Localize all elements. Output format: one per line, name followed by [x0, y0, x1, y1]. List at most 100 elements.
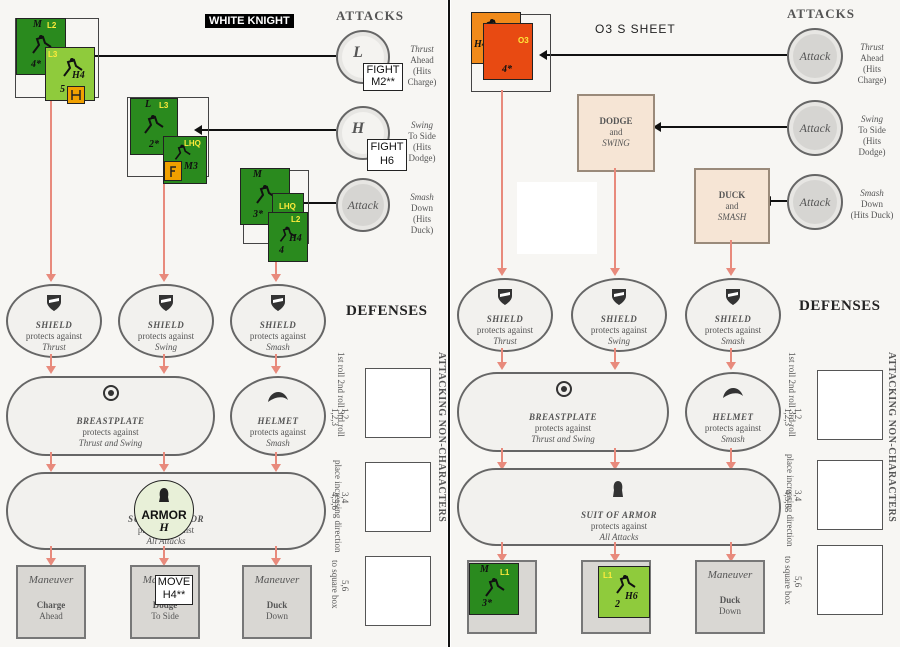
flow-arrow [275, 546, 277, 560]
sheet-title: O3 S SHEET [595, 22, 676, 36]
shield-icon [271, 295, 285, 311]
attack-circle-swing[interactable]: Attack [787, 100, 843, 156]
arrow-down-icon [271, 464, 281, 472]
arrow-down-icon [610, 268, 620, 276]
knight-figure-icon [256, 185, 276, 204]
flow-arrow [163, 546, 165, 560]
arrow-down-icon [497, 462, 507, 470]
noncharacter-box-2[interactable] [365, 462, 431, 532]
arrow-down-icon [726, 554, 736, 562]
roll-range-3: 3,4 [793, 490, 803, 502]
arrow-down-icon [46, 274, 56, 282]
arrow-down-icon [271, 274, 281, 282]
shield-swing[interactable]: SHIELD protects against Swing [118, 284, 214, 358]
arrow-down-icon [497, 268, 507, 276]
shield-smash[interactable]: SHIELD protects against Smash [230, 284, 326, 358]
arrow-down-icon [46, 558, 56, 566]
attack-arrow-thrust [545, 54, 787, 56]
attack-arrow-thrust [80, 55, 336, 57]
roll-range-4: 4,5,6 [330, 492, 340, 510]
unit-counter[interactable]: L1 H6 2 [598, 566, 650, 618]
noncharacter-box-1[interactable] [365, 368, 431, 438]
flow-arrow [163, 354, 165, 368]
treasure-marker-icon[interactable] [164, 161, 182, 181]
knight-figure-icon [616, 575, 636, 594]
attack-arrow-swing [659, 126, 787, 128]
flow-arrow [50, 546, 52, 560]
flow-arrow [501, 348, 503, 364]
arrow-down-icon [610, 554, 620, 562]
arrow-down-icon [726, 362, 736, 370]
helmet-icon [268, 391, 288, 402]
noncharacter-box-3[interactable] [365, 556, 431, 626]
defenses-header: DEFENSES [346, 303, 428, 319]
helmet-defense[interactable]: HELMET protects against Smash [230, 376, 326, 456]
unit-counter[interactable]: M L2 4* [16, 18, 66, 75]
arrow-down-icon [159, 366, 169, 374]
attack-circle-smash[interactable]: Attack [336, 178, 390, 232]
flow-arrow [275, 260, 277, 276]
roll-range-5: 5,6 [340, 580, 350, 592]
attack-arrow-smash [769, 200, 787, 202]
attack-arrow-swing [200, 129, 336, 131]
arrow-down-icon [159, 558, 169, 566]
unit-counter[interactable]: L2 H4 4 [268, 212, 308, 262]
fight-chip-thrust[interactable]: FIGHT M2** [363, 63, 403, 91]
attack-circle-thrust[interactable]: Attack [787, 28, 843, 84]
flow-arrow [275, 452, 277, 466]
blank-patch [517, 182, 597, 254]
noncharacter-box-2[interactable] [817, 460, 883, 530]
arrow-down-icon [610, 462, 620, 470]
fight-chip-swing[interactable]: FIGHT H6 [367, 139, 407, 171]
roll-range-2: 1,2,3 [783, 408, 793, 426]
f-mark-icon [170, 166, 176, 177]
move-chip[interactable]: MOVE H4** [155, 575, 193, 605]
flow-arrow [50, 96, 52, 276]
roll-range-4: 4,5,6 [783, 490, 793, 508]
shield-icon [498, 289, 512, 305]
flow-arrow [614, 542, 616, 556]
knight-figure-icon [485, 578, 505, 597]
arrow-head-icon [653, 122, 661, 132]
h-bar-icon [71, 90, 81, 100]
helmet-defense[interactable]: HELMET protects against Smash [685, 372, 781, 452]
noncharacter-box-1[interactable] [817, 370, 883, 440]
flow-arrow [501, 90, 503, 270]
arrow-down-icon [497, 362, 507, 370]
unit-counter[interactable]: O3 4* [483, 23, 533, 80]
noncharacter-box-3[interactable] [817, 545, 883, 615]
treasure-marker-icon[interactable] [67, 86, 85, 104]
shield-smash[interactable]: SHIELD protects against Smash [685, 278, 781, 352]
breastplate-defense[interactable]: BREASTPLATE protects against Thrust and … [6, 376, 215, 456]
suit-of-armor-defense[interactable]: SUIT OF ARMOR protects against All Attac… [457, 468, 781, 546]
knight-figure-icon [144, 115, 164, 134]
shield-icon [159, 295, 173, 311]
arrow-down-icon [46, 366, 56, 374]
flow-arrow [50, 354, 52, 368]
attack-circle-smash[interactable]: Attack [787, 174, 843, 230]
shield-icon [47, 295, 61, 311]
arrow-down-icon [159, 274, 169, 282]
shield-thrust[interactable]: SHIELD protects against Thrust [457, 278, 553, 352]
defenses-header: DEFENSES [799, 298, 881, 314]
flow-arrow [275, 354, 277, 368]
attack-circle-swing[interactable]: H [336, 106, 390, 160]
shield-thrust[interactable]: SHIELD protects against Thrust [6, 284, 102, 358]
arrow-head-icon [194, 125, 202, 135]
shield-swing[interactable]: SHIELD protects against Swing [571, 278, 667, 352]
unit-counter[interactable]: M L1 3* [469, 563, 519, 615]
knight-figure-icon [32, 35, 52, 54]
breastplate-defense[interactable]: BREASTPLATE protects against Thrust and … [457, 372, 669, 452]
attacks-header: ATTACKS [787, 6, 855, 21]
knight-figure-icon [63, 58, 83, 77]
